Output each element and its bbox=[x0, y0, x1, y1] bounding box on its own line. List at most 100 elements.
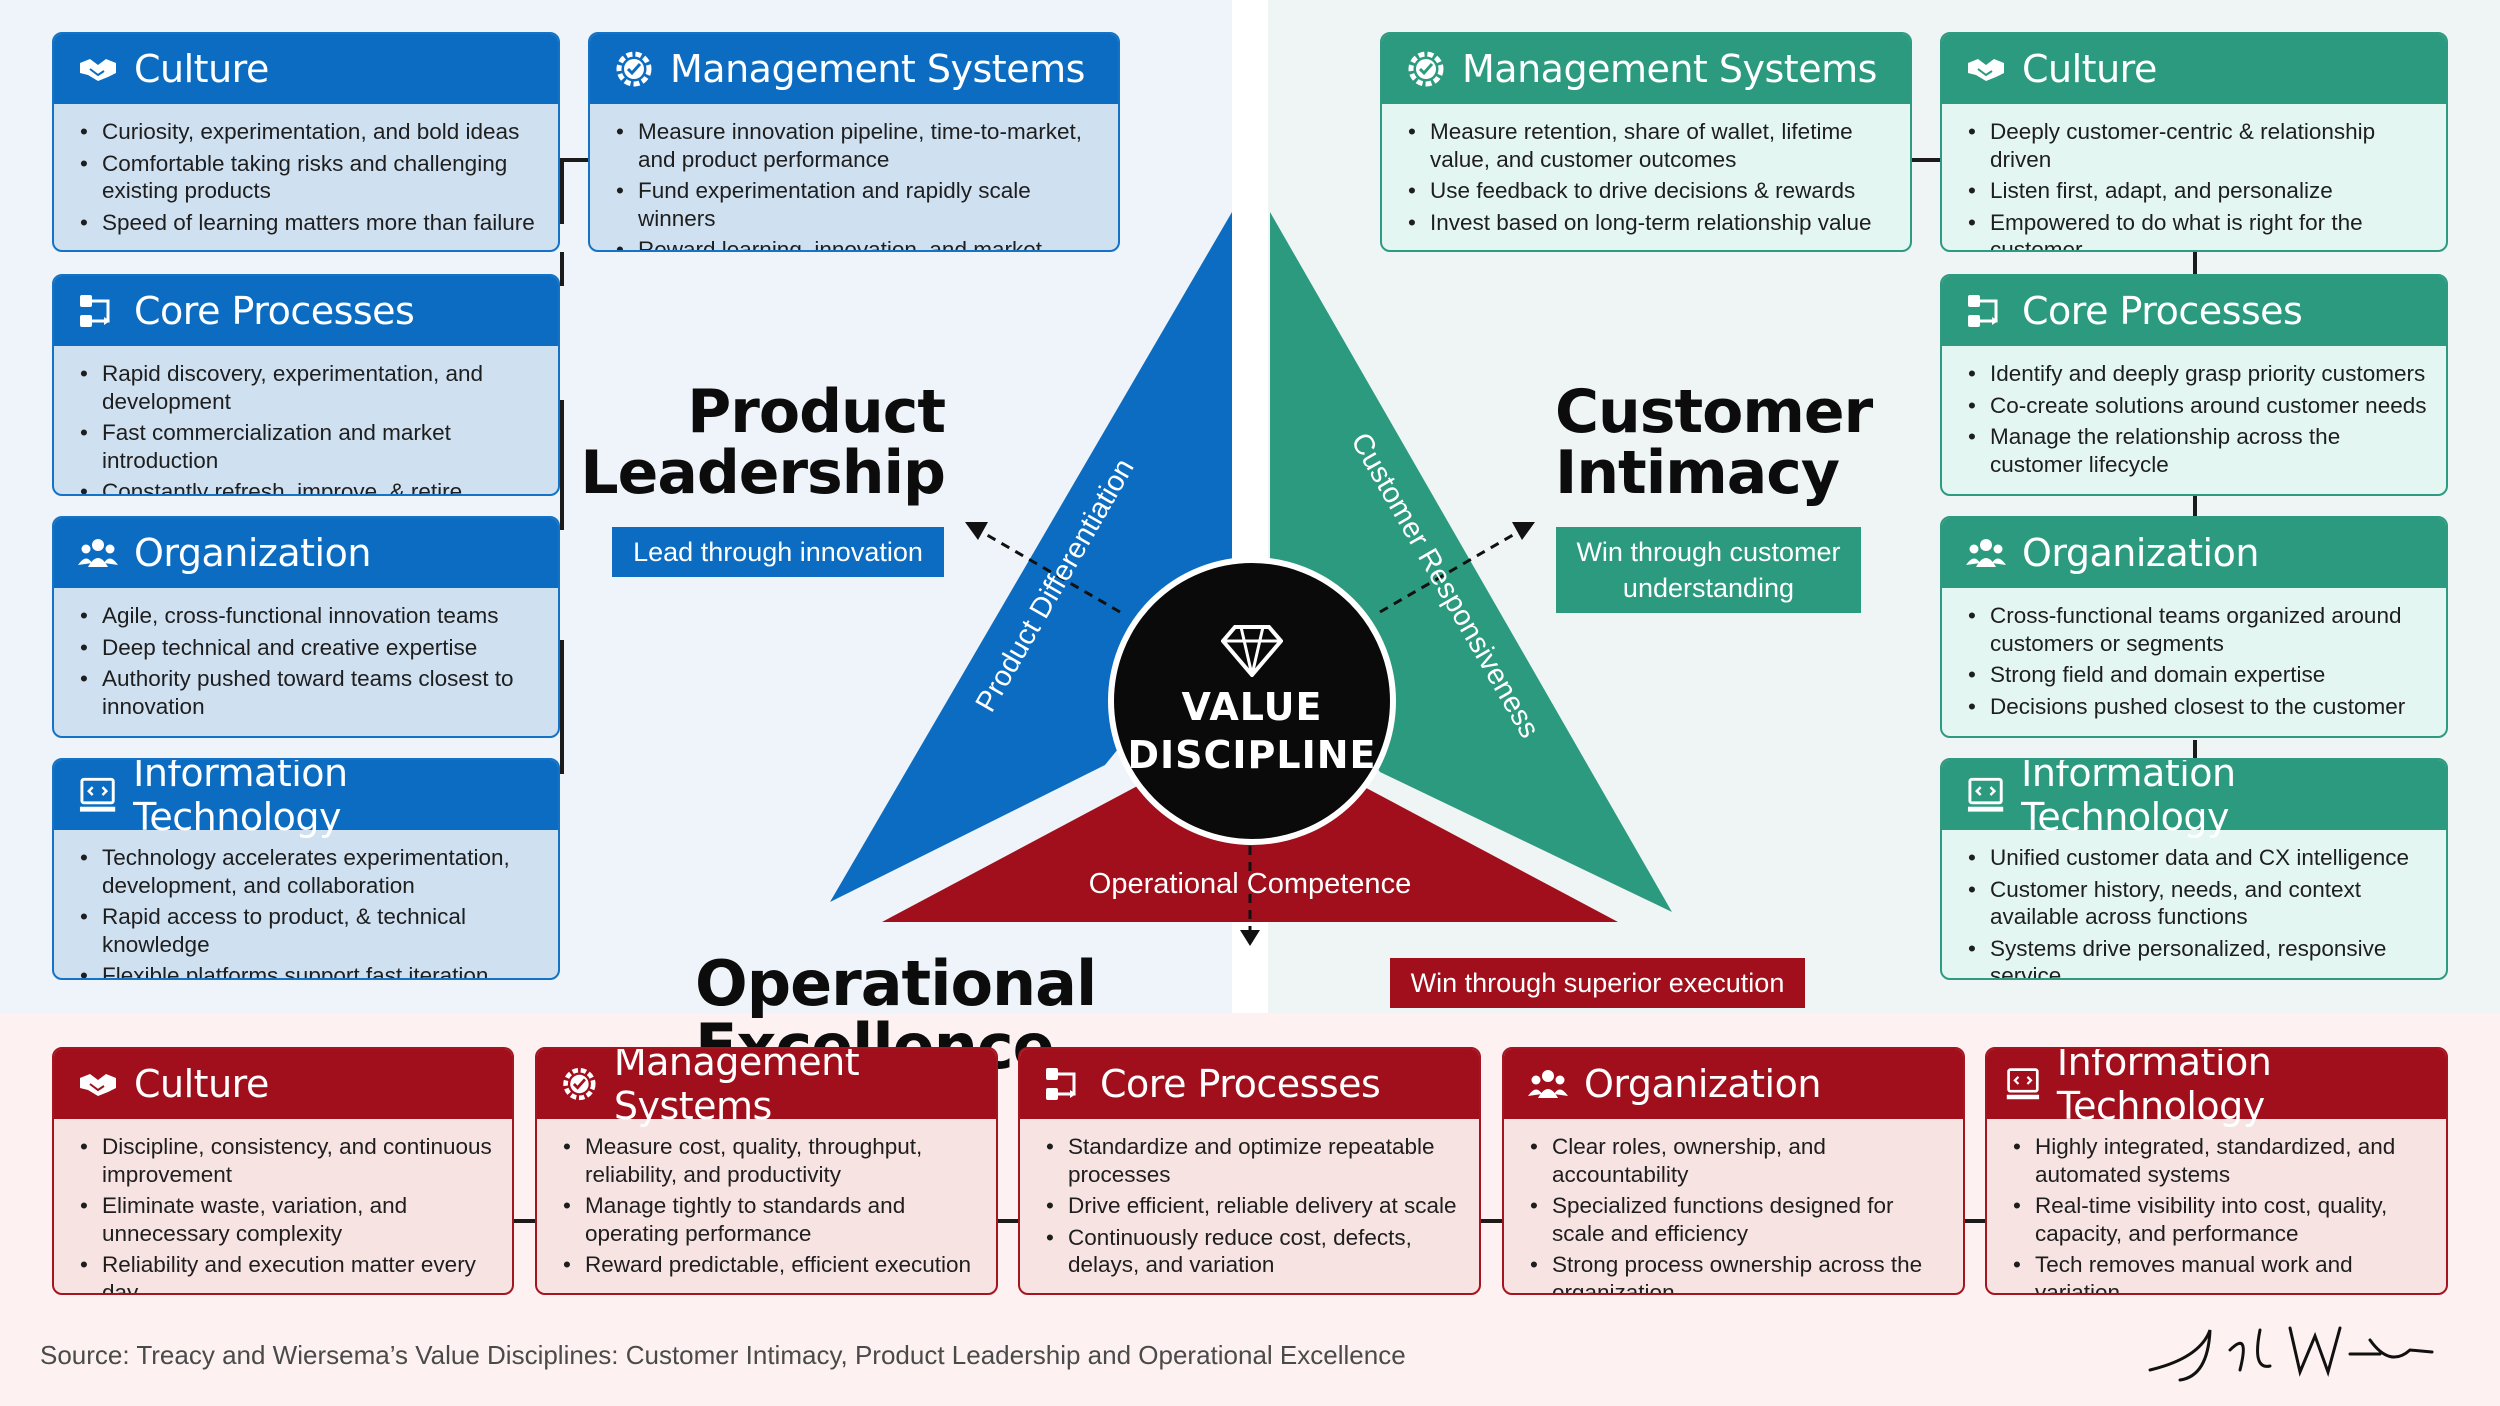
card-title: Management Systems bbox=[1462, 47, 1877, 91]
card-header: Information Technology bbox=[54, 760, 558, 839]
list-item: Speed of learning matters more than fail… bbox=[80, 209, 540, 237]
handshake-icon bbox=[80, 1074, 116, 1096]
card-title: Core Processes bbox=[1100, 1062, 1381, 1106]
list-item: Continuously reduce cost, defects, delay… bbox=[1046, 1224, 1461, 1279]
card-title: Management Systems bbox=[613, 1047, 860, 1128]
card-header: Management Systems bbox=[1382, 34, 1910, 104]
tagline-line: understanding bbox=[1622, 573, 1795, 603]
card-header: Core Processes bbox=[1020, 1049, 1479, 1119]
product-leadership-title: Product Leadership bbox=[560, 377, 946, 509]
list-item: Agile, cross-functional innovation teams bbox=[80, 602, 540, 630]
card-items: Rapid discovery, experimentation, and de… bbox=[54, 346, 558, 494]
customer-organization-card: Organization Cross-functional teams orga… bbox=[1940, 516, 2448, 738]
connector bbox=[558, 158, 590, 162]
customer-management-card: Management Systems Measure retention, sh… bbox=[1380, 32, 1912, 252]
list-item: Rapid access to product, & technical kno… bbox=[80, 903, 540, 958]
computer-code-icon bbox=[79, 777, 116, 812]
card-header: Organization bbox=[1504, 1049, 1963, 1119]
card-title: Core Processes bbox=[2022, 289, 2303, 333]
title-line: Leadership bbox=[580, 438, 946, 509]
list-item: Reward predictable, efficient execution bbox=[563, 1251, 978, 1279]
card-header: Information Technology bbox=[1987, 1049, 2446, 1128]
product-processes-card: Core Processes Rapid discovery, experime… bbox=[52, 274, 560, 496]
list-item: Strong process ownership across the orga… bbox=[1530, 1251, 1945, 1293]
list-item: Decisions pushed closest to the customer bbox=[1968, 693, 2428, 721]
customer-processes-card: Core Processes Identify and deeply grasp… bbox=[1940, 274, 2448, 496]
gear-check-icon bbox=[1408, 51, 1444, 87]
card-header: Management Systems bbox=[590, 34, 1118, 104]
computer-code-icon bbox=[1967, 777, 2004, 812]
list-item: Measure innovation pipeline, time-to-mar… bbox=[616, 118, 1100, 173]
handshake-icon bbox=[1968, 59, 2004, 81]
list-item: Reward learning, innovation, and market … bbox=[616, 236, 1100, 250]
gear-check-icon bbox=[563, 1067, 596, 1101]
card-header: Organization bbox=[1942, 518, 2446, 588]
operational-organization-card: Organization Clear roles, ownership, and… bbox=[1502, 1047, 1965, 1295]
card-items: Unified customer data and CX intelligenc… bbox=[1942, 830, 2446, 979]
source-caption: Source: Treacy and Wiersema’s Value Disc… bbox=[40, 1340, 1406, 1370]
list-item: Cross-functional teams organized around … bbox=[1968, 602, 2428, 657]
customer-tagline: Win through customer understanding bbox=[1556, 527, 1861, 613]
list-item: Specialized functions designed for scale… bbox=[1530, 1192, 1945, 1247]
connector bbox=[1910, 158, 1942, 162]
list-item: Reliability and execution matter every d… bbox=[80, 1251, 494, 1293]
connector bbox=[2193, 740, 2197, 774]
list-item: Tech removes manual work and variation bbox=[2013, 1251, 2428, 1293]
card-items: Agile, cross-functional innovation teams… bbox=[54, 588, 558, 720]
card-items: Standardize and optimize repeatable proc… bbox=[1020, 1119, 1479, 1279]
card-title: Organization bbox=[1584, 1062, 1821, 1106]
list-item: Eliminate waste, variation, and unnecess… bbox=[80, 1192, 494, 1247]
list-item: Drive efficient, reliable delivery at sc… bbox=[1046, 1192, 1461, 1220]
card-items: Highly integrated, standardized, and aut… bbox=[1987, 1119, 2446, 1293]
list-item: Authority pushed toward teams closest to… bbox=[80, 665, 540, 720]
connector bbox=[560, 496, 564, 530]
card-title: Core Processes bbox=[134, 289, 415, 333]
card-title: Management Systems bbox=[670, 47, 1085, 91]
connector bbox=[560, 252, 564, 286]
list-item: Systems drive personalized, responsive s… bbox=[1968, 935, 2428, 979]
customer-culture-card: Culture Deeply customer-centric & relati… bbox=[1940, 32, 2448, 252]
product-organization-card: Organization Agile, cross-functional inn… bbox=[52, 516, 560, 738]
center-line-2: DISCIPLINE bbox=[1127, 733, 1377, 777]
card-header: Culture bbox=[54, 34, 558, 104]
card-items: Clear roles, ownership, and accountabili… bbox=[1504, 1119, 1963, 1293]
arrow-head-customer bbox=[1512, 522, 1535, 540]
card-title: Culture bbox=[134, 47, 269, 91]
product-management-card: Management Systems Measure innovation pi… bbox=[588, 32, 1120, 252]
card-header: Culture bbox=[54, 1049, 512, 1119]
card-title: Information Technology bbox=[133, 758, 348, 839]
value-discipline-circle: VALUE DISCIPLINE bbox=[1108, 557, 1396, 845]
people-group-icon bbox=[1966, 539, 2006, 567]
connector bbox=[995, 1219, 1025, 1223]
list-item: Empowered to do what is right for the cu… bbox=[1968, 209, 2428, 251]
list-item: Deep technical and creative expertise bbox=[80, 634, 540, 662]
card-title: Culture bbox=[2022, 47, 2157, 91]
card-items: Cross-functional teams organized around … bbox=[1942, 588, 2446, 720]
card-items: Identify and deeply grasp priority custo… bbox=[1942, 346, 2446, 478]
process-flow-icon bbox=[80, 295, 110, 327]
product-it-card: Information Technology Technology accele… bbox=[52, 758, 560, 980]
operational-triangle-label: Operational Competence bbox=[1089, 868, 1411, 900]
title-line: Product bbox=[687, 377, 946, 447]
product-tagline: Lead through innovation bbox=[612, 527, 944, 577]
operational-tagline: Win through superior execution bbox=[1390, 958, 1805, 1008]
connector bbox=[560, 640, 564, 760]
list-item: Measure cost, quality, throughput, relia… bbox=[563, 1133, 978, 1188]
list-item: Measure retention, share of wallet, life… bbox=[1408, 118, 1892, 173]
list-item: Listen first, adapt, and personalize bbox=[1968, 177, 2428, 205]
people-group-icon bbox=[1528, 1070, 1568, 1098]
list-item: Flexible platforms support fast iteratio… bbox=[80, 962, 540, 978]
operational-management-card: Management Systems Measure cost, quality… bbox=[535, 1047, 998, 1295]
arrow-line-product bbox=[974, 526, 1121, 614]
operational-it-card: Information Technology Highly integrated… bbox=[1985, 1047, 2448, 1295]
card-title: Information Technology bbox=[2021, 758, 2236, 839]
title-line: Intimacy bbox=[1555, 438, 1840, 509]
list-item: Fast commercialization and market introd… bbox=[80, 419, 540, 474]
operational-culture-card: Culture Discipline, consistency, and con… bbox=[52, 1047, 514, 1295]
list-item: Comfortable taking risks and challenging… bbox=[80, 150, 540, 205]
product-culture-card: Culture Curiosity, experimentation, and … bbox=[52, 32, 560, 252]
list-item: Highly integrated, standardized, and aut… bbox=[2013, 1133, 2428, 1188]
tagline-line: Win through customer bbox=[1576, 537, 1841, 567]
list-item: Customer history, needs, and context ava… bbox=[1968, 876, 2428, 931]
list-item: Identify and deeply grasp priority custo… bbox=[1968, 360, 2428, 388]
